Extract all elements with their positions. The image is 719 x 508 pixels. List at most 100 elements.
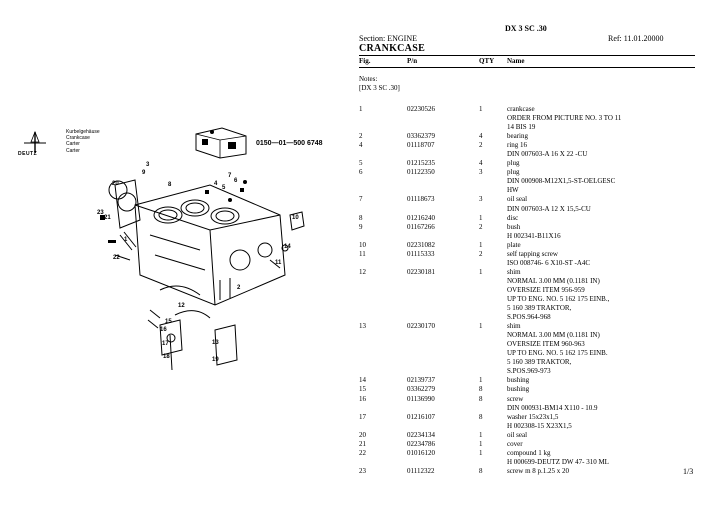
cell-fig: 2 <box>359 132 363 141</box>
callout-16: 16 <box>160 327 167 333</box>
table-row: H 002341-B11X16 <box>359 232 695 241</box>
cell-fig <box>359 331 407 340</box>
cell-name: bush <box>507 222 521 231</box>
cell-qty: 1 <box>479 448 483 457</box>
cell-qty: 4 <box>479 159 483 168</box>
table-row: NORMAL 3.00 MM (0.1181 IN) <box>359 277 695 286</box>
cell-qty: 8 <box>479 412 483 421</box>
cell-fig <box>359 304 407 313</box>
notes-block: Notes: [DX 3 SC .30] <box>359 75 400 93</box>
cell-fig <box>359 295 407 304</box>
column-pn: P/n <box>407 57 418 65</box>
cell-qty <box>479 304 507 313</box>
figure-name-fr: Carter <box>66 141 80 148</box>
callout-13: 13 <box>212 340 219 346</box>
cell-qty <box>479 349 507 358</box>
cell-qty <box>479 458 507 467</box>
page-number: 1/3 <box>683 467 694 476</box>
cell-pn <box>407 286 479 295</box>
cell-fig <box>359 367 407 376</box>
cell-pn <box>407 458 479 467</box>
cell-qty: 8 <box>479 385 483 394</box>
cell-name: shim <box>507 267 521 276</box>
cell-name: oil seal <box>507 430 528 439</box>
cell-name: H 002341-B11X16 <box>507 231 561 240</box>
cell-fig <box>359 404 407 413</box>
cell-pn: 01118707 <box>407 141 435 150</box>
cell-qty <box>479 331 507 340</box>
cell-name: disc <box>507 213 519 222</box>
cell-pn <box>407 358 479 367</box>
cell-pn: 02230526 <box>407 105 435 113</box>
cell-qty: 2 <box>479 249 483 258</box>
cell-fig: 17 <box>359 412 366 421</box>
cell-qty <box>479 295 507 304</box>
callout-1: 1 <box>124 237 128 243</box>
cell-name: UP TO ENG. NO. 5 162 175 EINB. <box>507 349 608 358</box>
callout-19: 19 <box>212 357 219 363</box>
cell-pn <box>407 422 479 431</box>
page-heading: CRANKCASE <box>359 43 426 54</box>
header-rule-top <box>359 55 695 56</box>
figure-name-en: Crankcase <box>66 135 90 142</box>
cell-qty: 1 <box>479 439 483 448</box>
cell-fig <box>359 259 407 268</box>
callout-21: 21 <box>104 215 111 221</box>
figure-part-ref: 0150—01—500 6748 <box>256 140 323 147</box>
cell-fig: 10 <box>359 240 366 249</box>
cell-pn <box>407 331 479 340</box>
cell-name: OVERSIZE ITEM 956-959 <box>507 285 585 294</box>
table-row: ISO 008746- 6 X10-ST -A4C <box>359 259 695 268</box>
cell-name: S.POS.969-973 <box>507 367 551 376</box>
table-row: DIN 000908-M12X1,5-ST-OELGESC <box>359 177 695 186</box>
cell-fig <box>359 422 407 431</box>
cell-pn: 02139737 <box>407 376 435 385</box>
crankcase-exploded-drawing <box>100 179 305 371</box>
cell-qty: 1 <box>479 430 483 439</box>
cell-name: ORDER FROM PICTURE NO. 3 TO 11 <box>507 114 622 123</box>
table-row: 14 BIS 19 <box>359 123 695 132</box>
cell-fig: 22 <box>359 448 366 457</box>
cell-pn: 03362279 <box>407 385 435 394</box>
callout-2: 2 <box>237 285 241 291</box>
table-row: OVERSIZE ITEM 956-959 <box>359 286 695 295</box>
cell-qty <box>479 313 507 322</box>
cell-name: bushing <box>507 385 530 394</box>
callout-14: 14 <box>284 244 291 250</box>
cell-qty <box>479 277 507 286</box>
cell-fig: 4 <box>359 141 363 150</box>
figure-names: Kurbelgehäuse Crankcase Carter Carter <box>66 129 100 154</box>
cell-name: 14 BIS 19 <box>507 123 536 132</box>
callout-3: 3 <box>146 162 150 168</box>
cell-pn: 01136990 <box>407 394 435 403</box>
cell-fig <box>359 340 407 349</box>
section-label: Section: ENGINE <box>359 34 417 43</box>
cell-qty: 2 <box>479 222 483 231</box>
cell-qty <box>479 286 507 295</box>
table-row: S.POS.969-973 <box>359 367 695 376</box>
figure-panel: DEUTZ Kurbelgehäuse Crankcase Carter Car… <box>0 0 355 508</box>
cell-name: 5 160 389 TRAKTOR, <box>507 304 572 313</box>
cell-name: bearing <box>507 132 528 141</box>
document-title: DX 3 SC .30 <box>505 24 547 33</box>
cell-pn: 02234786 <box>407 439 435 448</box>
cell-qty: 8 <box>479 466 483 475</box>
cell-pn: 03362379 <box>407 132 435 141</box>
cell-fig <box>359 286 407 295</box>
cell-qty <box>479 150 507 159</box>
cell-pn: 02230181 <box>407 267 435 276</box>
cell-name: DIN 007603-A 16 X 22 -CU <box>507 150 588 159</box>
callout-11: 11 <box>275 260 282 266</box>
cell-fig: 8 <box>359 213 363 222</box>
cell-name: H 002308-15 X23X1,5 <box>507 421 572 430</box>
cell-pn <box>407 367 479 376</box>
cell-qty: 1 <box>479 322 483 331</box>
cell-fig: 16 <box>359 394 366 403</box>
